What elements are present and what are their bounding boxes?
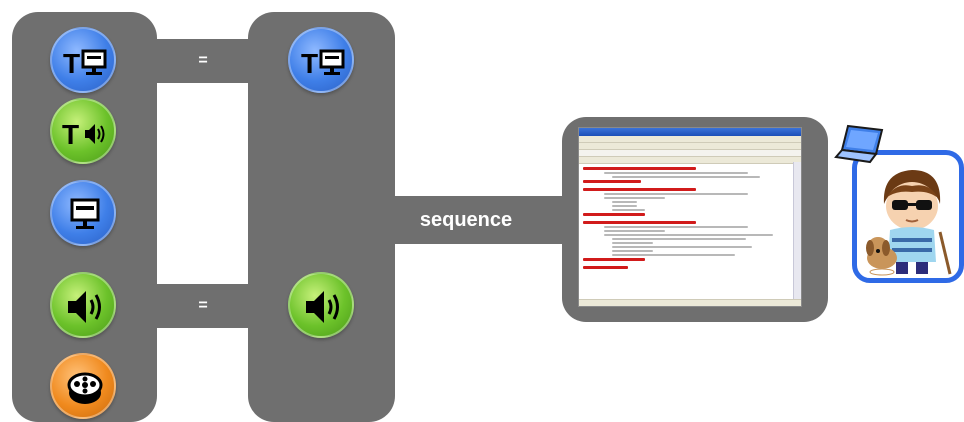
equal-connector-top: = xyxy=(150,39,256,83)
browser-links-bar xyxy=(579,157,801,164)
audio-icon xyxy=(50,272,116,338)
svg-text:T: T xyxy=(62,119,79,150)
browser-page-content xyxy=(579,162,793,300)
browser-toolbar xyxy=(579,143,801,150)
equal-connector-bottom: = xyxy=(150,284,256,328)
audio-icon xyxy=(288,272,354,338)
film-reel-icon xyxy=(50,353,116,419)
browser-screenshot xyxy=(578,127,802,307)
browser-menu-bar xyxy=(579,136,801,143)
screen-icon xyxy=(50,180,116,246)
browser-address-bar xyxy=(579,150,801,157)
sequence-connector: sequence xyxy=(388,196,574,244)
browser-scrollbar xyxy=(793,162,801,300)
svg-text:T: T xyxy=(301,48,318,79)
browser-status-bar xyxy=(579,299,801,306)
laptop-icon xyxy=(834,124,886,164)
equal-sign-bottom: = xyxy=(198,297,208,314)
text-audio-icon: T xyxy=(50,98,116,164)
browser-title-bar xyxy=(579,128,801,136)
sequence-label: sequence xyxy=(419,208,513,231)
blind-user-avatar xyxy=(862,158,958,278)
text-screen-icon: T xyxy=(288,27,354,93)
text-screen-icon: T xyxy=(50,27,116,93)
equal-sign-top: = xyxy=(198,52,208,69)
svg-text:T: T xyxy=(63,48,80,79)
